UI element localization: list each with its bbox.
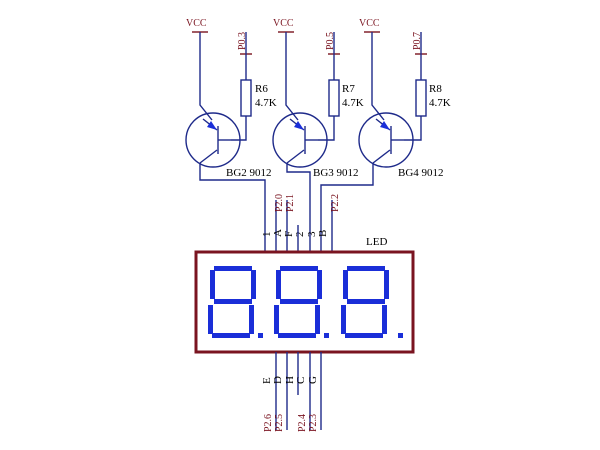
port-p03: P0.3 xyxy=(237,32,248,50)
bg3-label: BG3 9012 xyxy=(313,167,359,179)
vcc-label-2: VCC xyxy=(273,18,294,29)
r7-value: 4.7K xyxy=(342,97,364,109)
resistor-r7 xyxy=(328,79,340,117)
port-p23: P2.3 xyxy=(308,414,319,432)
pin-label-2: 2 xyxy=(294,232,306,238)
transistor-bg3 xyxy=(272,112,328,168)
pin-label-e: E xyxy=(261,377,273,384)
r8-value: 4.7K xyxy=(429,97,451,109)
collector-wire-bg2 xyxy=(199,163,266,252)
pin-label-d: D xyxy=(272,376,284,384)
pin-label-f: F xyxy=(283,231,295,237)
vcc-wire-2 xyxy=(285,32,299,121)
transistor-bg4 xyxy=(358,112,414,168)
pin-label-1: 1 xyxy=(261,232,273,238)
r7-name: R7 xyxy=(342,83,355,95)
port-p22: P2.2 xyxy=(330,194,341,212)
r6-name: R6 xyxy=(255,83,268,95)
transistor-bg2 xyxy=(185,112,241,168)
led-label: LED xyxy=(366,236,387,248)
port-p26: P2.6 xyxy=(263,414,274,432)
r6-base-wire xyxy=(231,116,247,141)
pin-label-a: A xyxy=(272,229,284,237)
pin-label-3: 3 xyxy=(306,231,318,237)
collector-wire-bg4 xyxy=(320,163,374,252)
port-p24: P2.4 xyxy=(297,414,308,432)
pin-label-b: B xyxy=(317,230,329,237)
bg2-label: BG2 9012 xyxy=(226,167,272,179)
pin-label-c: C xyxy=(295,377,307,384)
r6-value: 4.7K xyxy=(255,97,277,109)
vcc-wire-3 xyxy=(371,32,385,121)
r7-base-wire xyxy=(318,116,335,141)
vcc-wire-1 xyxy=(199,32,213,121)
port-p20: P2.0 xyxy=(274,194,285,212)
pin-label-g: G xyxy=(307,376,319,384)
bg4-label: BG4 9012 xyxy=(398,167,444,179)
led-display-frame xyxy=(194,250,415,354)
vcc-label-1: VCC xyxy=(186,18,207,29)
port-p21: P2.1 xyxy=(285,194,296,212)
digit-1 xyxy=(208,266,263,338)
port-p05: P0.5 xyxy=(325,32,336,50)
collector-wire-bg3 xyxy=(286,163,311,252)
digit-3 xyxy=(341,266,403,338)
resistor-r8 xyxy=(415,79,427,117)
digit-2 xyxy=(274,266,329,338)
vcc-label-3: VCC xyxy=(359,18,380,29)
r8-base-wire xyxy=(404,116,422,141)
resistor-r6 xyxy=(240,79,252,117)
port-p25: P2.5 xyxy=(274,414,285,432)
port-p07: P0.7 xyxy=(412,32,423,50)
r8-name: R8 xyxy=(429,83,442,95)
pin-label-h: H xyxy=(284,376,296,384)
